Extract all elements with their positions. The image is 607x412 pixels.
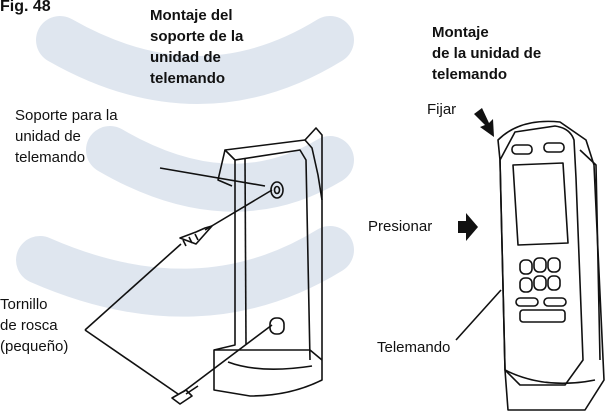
- press-label: Presionar: [368, 218, 433, 235]
- remote-unit-drawing: [497, 120, 605, 411]
- remote-label: Telemando: [377, 339, 451, 356]
- right-heading: Montaje de la unidad de telemando: [432, 24, 542, 83]
- holder-label: Soporte para la unidad de telemando: [15, 107, 118, 166]
- fix-label: Fijar: [427, 101, 457, 118]
- screw-label: Tornillo de rosca (pequeño): [0, 296, 69, 355]
- remote-holder-drawing: [213, 127, 323, 397]
- leader-lines: [84, 167, 502, 395]
- direction-arrows: [458, 108, 494, 241]
- press-arrow-icon: [458, 213, 478, 241]
- fix-arrow-icon: [474, 108, 494, 137]
- screw-drawings: [171, 225, 213, 405]
- left-heading: Montaje del soporte de la unidad de tele…: [150, 7, 244, 87]
- figure-label: Fig. 48: [0, 0, 51, 15]
